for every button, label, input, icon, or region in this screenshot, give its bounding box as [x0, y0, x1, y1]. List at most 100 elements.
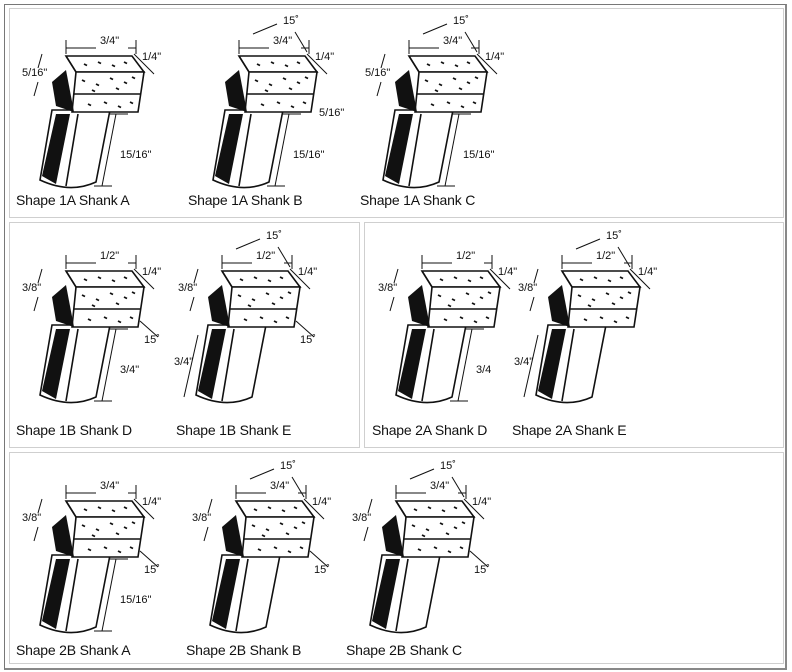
texture-speck: [87, 103, 92, 107]
texture-speck: [251, 298, 256, 302]
texture-speck: [453, 526, 458, 530]
texture-speck: [451, 298, 456, 302]
texture-speck: [625, 316, 630, 320]
texture-speck: [131, 521, 136, 525]
figure-caption: Shape 1A Shank B: [188, 192, 303, 208]
tool-bit-figure: 1/2"1/4"3/8"15˚3/4": [12, 225, 187, 415]
tool-bit-drawing: 1/2"1/4"3/8"3/4: [378, 250, 517, 404]
texture-speck: [279, 296, 284, 300]
dimension-label-length: 15/16": [463, 149, 495, 161]
figure-caption: Shape 1B Shank D: [16, 422, 132, 438]
dimension-label-length: 3/4: [476, 364, 491, 376]
texture-speck: [129, 101, 134, 105]
texture-speck: [117, 105, 122, 109]
dimension-label-thick: 1/4": [142, 51, 161, 63]
shank-shadow: [398, 329, 426, 399]
dimension-label-width: 3/4": [273, 35, 292, 47]
insert-side-face: [225, 70, 247, 112]
shank-line: [65, 113, 79, 187]
tool-bit-drawing: 15˚3/4"1/4"5/16"15/16": [212, 15, 344, 189]
texture-speck: [111, 64, 116, 68]
dimension-label-width: 3/4": [443, 35, 462, 47]
texture-speck: [270, 61, 275, 65]
texture-speck: [259, 316, 264, 320]
texture-speck: [123, 276, 128, 280]
tool-bit-figure: 15˚3/8"3/4"1/4"15˚: [342, 455, 517, 645]
texture-speck: [287, 550, 292, 554]
dimension-label-bevel: 15˚: [314, 564, 330, 576]
texture-speck: [267, 506, 272, 510]
dimension-label-bevel: 15˚: [474, 564, 490, 576]
tool-bit-figure: 3/4"1/4"5/16"15/16": [12, 10, 187, 200]
dimension-label-thick: 1/4": [142, 266, 161, 278]
tool-bit-figure: 1/2"1/4"3/8"3/4: [368, 225, 543, 415]
tool-bit-figure: 3/4"1/4"3/8"15˚15/16": [12, 455, 187, 645]
dimension-label-thick: 1/4": [485, 51, 504, 63]
insert-side-face: [52, 70, 74, 112]
texture-speck: [95, 83, 100, 87]
texture-speck: [123, 61, 128, 65]
texture-speck: [453, 276, 458, 280]
texture-speck: [282, 77, 287, 81]
texture-speck: [81, 79, 86, 83]
texture-speck: [87, 318, 92, 322]
texture-speck: [131, 76, 136, 80]
texture-speck: [131, 291, 136, 295]
shank-line: [65, 328, 79, 402]
texture-speck: [109, 292, 114, 296]
dimension-label-angle: 15˚: [453, 15, 469, 27]
dimension-label-thick: 1/4": [315, 51, 334, 63]
texture-speck: [472, 101, 477, 105]
texture-speck: [87, 548, 92, 552]
figure-caption: Shape 1B Shank E: [176, 422, 292, 438]
shank-shadow: [385, 114, 413, 184]
insert-side-face: [52, 515, 74, 557]
texture-speck: [593, 276, 598, 280]
dimension-label-thick: 1/4": [142, 496, 161, 508]
dimension-label-angle: 15˚: [280, 460, 296, 472]
insert-side-face: [208, 285, 230, 327]
texture-speck: [83, 508, 88, 512]
texture-speck: [613, 320, 618, 324]
texture-speck: [446, 101, 451, 105]
texture-speck: [260, 103, 265, 107]
dimension-label-length: 3/4": [120, 364, 139, 376]
texture-speck: [427, 506, 432, 510]
texture-speck: [111, 509, 116, 513]
texture-speck: [437, 294, 442, 298]
dimension-label-width: 3/4": [100, 35, 119, 47]
insert-top-face: [420, 270, 502, 288]
texture-speck: [627, 291, 632, 295]
insert-top-face: [64, 55, 146, 73]
texture-speck: [599, 316, 604, 320]
insert-top-face: [560, 270, 642, 288]
texture-speck: [271, 302, 276, 306]
texture-speck: [473, 320, 478, 324]
figure-caption: Shape 2B Shank C: [346, 642, 462, 658]
texture-speck: [296, 61, 301, 65]
tool-bit-drawing: 15˚3/4"1/4"3/8"15˚: [192, 460, 331, 634]
tool-bit-drawing: 15˚1/2"1/4"3/8"3/4": [514, 230, 657, 404]
texture-speck: [583, 318, 588, 322]
texture-speck: [299, 546, 304, 550]
tool-bit-figure: 15˚1/2"1/4"3/8"3/4": [508, 225, 683, 415]
texture-speck: [123, 526, 128, 530]
texture-speck: [434, 89, 439, 93]
texture-speck: [452, 77, 457, 81]
texture-speck: [430, 103, 435, 107]
tool-bit-figure: 15˚3/4"1/4"3/8"15˚: [182, 455, 357, 645]
texture-speck: [83, 63, 88, 67]
texture-speck: [439, 278, 444, 282]
texture-speck: [285, 316, 290, 320]
texture-speck: [485, 316, 490, 320]
shank-line: [238, 113, 252, 187]
dimension-label-bevel: 15˚: [300, 334, 316, 346]
texture-speck: [453, 506, 458, 510]
dimension-label-width: 1/2": [256, 250, 275, 262]
texture-speck: [265, 528, 270, 532]
dimension-label-height: 3/8": [178, 282, 197, 294]
dimension-label-length: 15/16": [120, 594, 152, 606]
texture-speck: [123, 81, 128, 85]
insert-top-face: [394, 500, 476, 518]
texture-speck: [447, 304, 452, 308]
